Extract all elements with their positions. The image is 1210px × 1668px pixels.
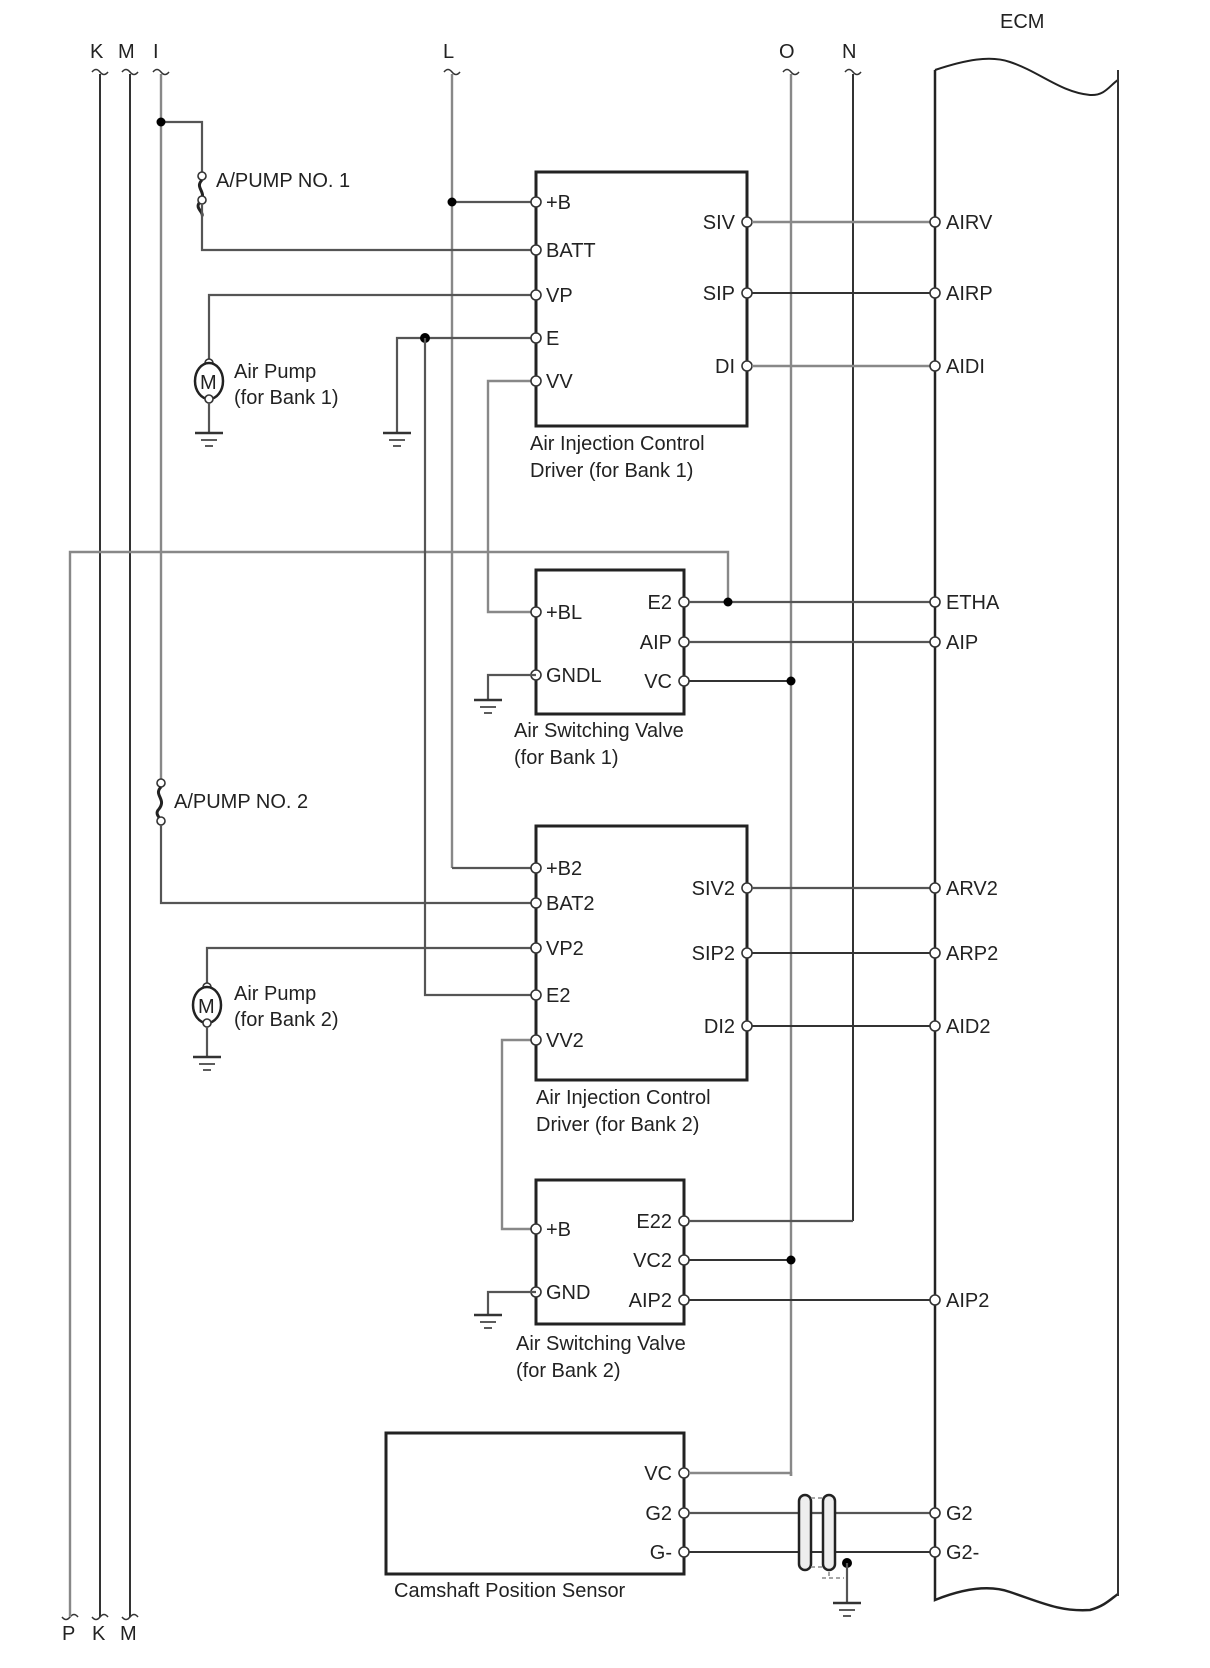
connector-label-m-bottom: M	[120, 1623, 137, 1645]
pin-label: E22	[636, 1211, 672, 1233]
pin-label: +BL	[546, 602, 582, 624]
ecm-pin-label: AIRP	[946, 283, 993, 305]
wire-vv2-to-b	[500, 1038, 536, 1231]
pump-2-label-line2: (for Bank 2)	[234, 1009, 338, 1031]
e-ground-bus	[383, 333, 536, 997]
air-pump-1: M Air Pump (for Bank 1)	[193, 293, 536, 447]
motor-symbol: M	[198, 996, 215, 1018]
ecm-pin-label: ARV2	[946, 878, 998, 900]
pin-label: +B2	[546, 858, 582, 880]
ground-icon	[195, 431, 223, 447]
shielded-cable-icon	[797, 1493, 861, 1617]
connector-label-k-top: K	[90, 41, 104, 63]
wire-p	[68, 550, 730, 1617]
connector-label-m-top: M	[118, 41, 135, 63]
pin-label: AIP	[640, 632, 672, 654]
ecm-wires	[689, 220, 935, 1617]
pin-label: GNDL	[546, 665, 602, 687]
fuse-label-2: A/PUMP NO. 2	[174, 791, 308, 813]
ecm-pin-label: ARP2	[946, 943, 998, 965]
fuse-label-1: A/PUMP NO. 1	[216, 170, 350, 192]
pump-1-label-line1: Air Pump	[234, 361, 316, 383]
ecm-pin-label: AIP2	[946, 1290, 989, 1312]
driver2-caption-line2: Driver (for Bank 2)	[536, 1114, 699, 1136]
pin-label: E2	[648, 592, 672, 614]
ecm-pins: AIRV AIRP AIDI ETHA AIP ARV2 ARP2 AID2 A…	[929, 212, 1000, 1564]
ground-icon	[474, 698, 502, 714]
connector-label-l-top: L	[443, 41, 454, 63]
pump-1-label-line2: (for Bank 1)	[234, 387, 338, 409]
pin-label: E2	[546, 985, 570, 1007]
fuse-apump-1: A/PUMP NO. 1	[156, 117, 536, 252]
air-injection-driver-bank2: +B2 BAT2 VP2 E2 VV2 SIV2 SIP2 DI2 Air In…	[530, 824, 753, 1136]
pin-label: G-	[650, 1542, 672, 1564]
wire-break-marks-top	[91, 68, 862, 76]
connector-label-n-top: N	[842, 41, 856, 63]
ground-icon	[833, 1601, 861, 1617]
driver1-caption-line1: Air Injection Control	[530, 433, 705, 455]
valve2-caption-line2: (for Bank 2)	[516, 1360, 620, 1382]
connector-label-o-top: O	[779, 41, 795, 63]
pin-label: VP	[546, 285, 573, 307]
pin-label: SIP2	[692, 943, 735, 965]
ground-icon	[474, 1313, 502, 1329]
camshaft-position-sensor: VC G2 G- Camshaft Position Sensor	[384, 1431, 690, 1602]
connector-label-p-bottom: P	[62, 1623, 75, 1645]
valve2-caption-line1: Air Switching Valve	[516, 1333, 686, 1355]
ecm-title: ECM	[1000, 11, 1044, 33]
pin-label: +B	[546, 1219, 571, 1241]
fuse-apump-2: A/PUMP NO. 2	[155, 778, 536, 905]
ecm-pin-label: G2	[946, 1503, 973, 1525]
pin-label: SIV	[703, 212, 736, 234]
pin-label: BAT2	[546, 893, 595, 915]
air-switching-valve-bank2: +B GND E22 VC2 AIP2 Air Switching Valve …	[474, 1178, 690, 1382]
pin-label: AIP2	[629, 1290, 672, 1312]
camsensor-caption: Camshaft Position Sensor	[394, 1580, 626, 1602]
pin-label: VC	[644, 1463, 672, 1485]
ecm-pin-label: G2-	[946, 1542, 979, 1564]
pin-label: SIP	[703, 283, 735, 305]
driver1-caption-line2: Driver (for Bank 1)	[530, 460, 693, 482]
pin-label: BATT	[546, 240, 596, 262]
top-connectors: K M I L O N	[90, 41, 862, 76]
ground-icon	[193, 1055, 221, 1071]
air-switching-valve-bank1: +BL GNDL E2 AIP VC Air Switching Valve (…	[474, 568, 690, 769]
pin-label: SIV2	[692, 878, 735, 900]
connector-label-k-bottom: K	[92, 1623, 106, 1645]
l-bus-taps	[447, 197, 536, 870]
pin-label: VV2	[546, 1030, 584, 1052]
air-pump-2: M Air Pump (for Bank 2)	[191, 946, 536, 1071]
pin-label: +B	[546, 192, 571, 214]
ecm-block: ECM	[933, 11, 1119, 1612]
wire-vv-to-bl	[486, 379, 536, 614]
pin-label: VC2	[633, 1250, 672, 1272]
pin-label: G2	[645, 1503, 672, 1525]
ecm-pin-label: AIRV	[946, 212, 993, 234]
ecm-pin-label: ETHA	[946, 592, 1000, 614]
pin-label: VC	[644, 671, 672, 693]
ground-icon	[383, 431, 411, 447]
valve1-caption-line1: Air Switching Valve	[514, 720, 684, 742]
air-injection-driver-bank1: +B BATT VP E VV SIV SIP DI Air Injection…	[530, 170, 753, 482]
ecm-pin-label: AIP	[946, 632, 978, 654]
pin-label: DI2	[704, 1016, 735, 1038]
pin-label: DI	[715, 356, 735, 378]
pin-label: GND	[546, 1282, 590, 1304]
connector-label-i-top: I	[153, 41, 159, 63]
pin-label: E	[546, 328, 559, 350]
ecm-pin-label: AID2	[946, 1016, 990, 1038]
driver2-caption-line1: Air Injection Control	[536, 1087, 711, 1109]
pin-label: VV	[546, 371, 573, 393]
pump-2-label-line1: Air Pump	[234, 983, 316, 1005]
bottom-connectors: P K M	[61, 1613, 139, 1645]
trunk-wires	[68, 74, 854, 1617]
ecm-pin-label: AIDI	[946, 356, 985, 378]
motor-symbol: M	[200, 372, 217, 394]
pin-label: VP2	[546, 938, 584, 960]
valve1-caption-line2: (for Bank 1)	[514, 747, 618, 769]
